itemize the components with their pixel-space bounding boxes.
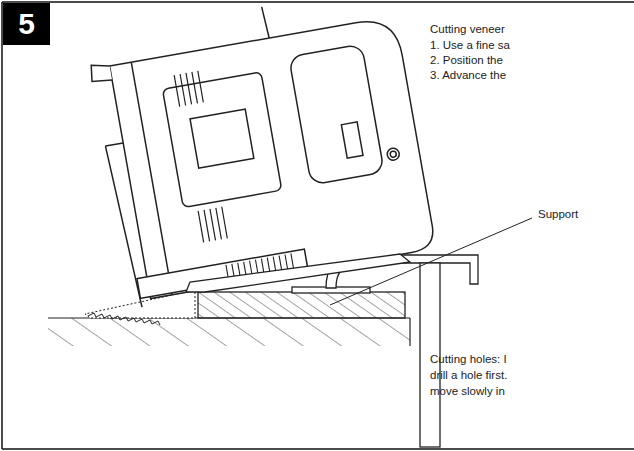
vents xyxy=(198,71,204,103)
screw-head xyxy=(390,151,397,158)
note-line: drill a hole first. xyxy=(430,368,507,382)
vents xyxy=(210,209,216,241)
vents xyxy=(186,73,192,105)
step-number: 5 xyxy=(18,9,35,39)
screw xyxy=(386,147,400,161)
instruction-line: 3. Advance the xyxy=(430,68,506,82)
clamp xyxy=(292,255,478,447)
base-vents xyxy=(285,255,288,271)
base-vents xyxy=(279,256,282,272)
frame-top xyxy=(2,1,634,3)
vents xyxy=(216,208,222,240)
vents xyxy=(180,74,186,106)
frame-left xyxy=(1,2,3,449)
instruction-line: 1. Use a fine sa xyxy=(430,38,510,52)
section-heading: Cutting veneer xyxy=(430,22,505,36)
table xyxy=(48,318,410,346)
step-number-box: 5 xyxy=(3,3,50,45)
trigger xyxy=(341,122,363,158)
table-right-edge xyxy=(409,318,410,346)
note-line: Cutting holes: I xyxy=(430,352,507,366)
motor-window xyxy=(190,109,254,168)
instruction-line: 2. Position the xyxy=(430,53,503,67)
front-guide-top xyxy=(105,143,123,146)
support-hatched xyxy=(198,292,405,318)
vents xyxy=(222,207,228,239)
jigsaw-shoe xyxy=(186,254,410,292)
vents xyxy=(174,71,227,243)
motor-block xyxy=(162,72,281,208)
jigsaw xyxy=(84,0,437,309)
handle-opening xyxy=(289,44,384,185)
table-hatch xyxy=(48,318,410,346)
support-board xyxy=(198,292,405,318)
blade-teeth xyxy=(88,313,160,325)
vents xyxy=(198,211,204,243)
leader-line xyxy=(330,218,532,305)
front-guide xyxy=(105,145,142,309)
frame-bottom xyxy=(2,448,634,450)
part-name: Support xyxy=(538,207,578,221)
jigsaw-housing xyxy=(110,16,437,299)
base-vents xyxy=(291,253,294,269)
note-line: move slowly in xyxy=(430,384,505,398)
vents xyxy=(174,75,180,107)
vents xyxy=(204,210,210,242)
vents xyxy=(192,72,198,104)
power-cord xyxy=(262,6,270,38)
front-lever xyxy=(89,62,112,83)
